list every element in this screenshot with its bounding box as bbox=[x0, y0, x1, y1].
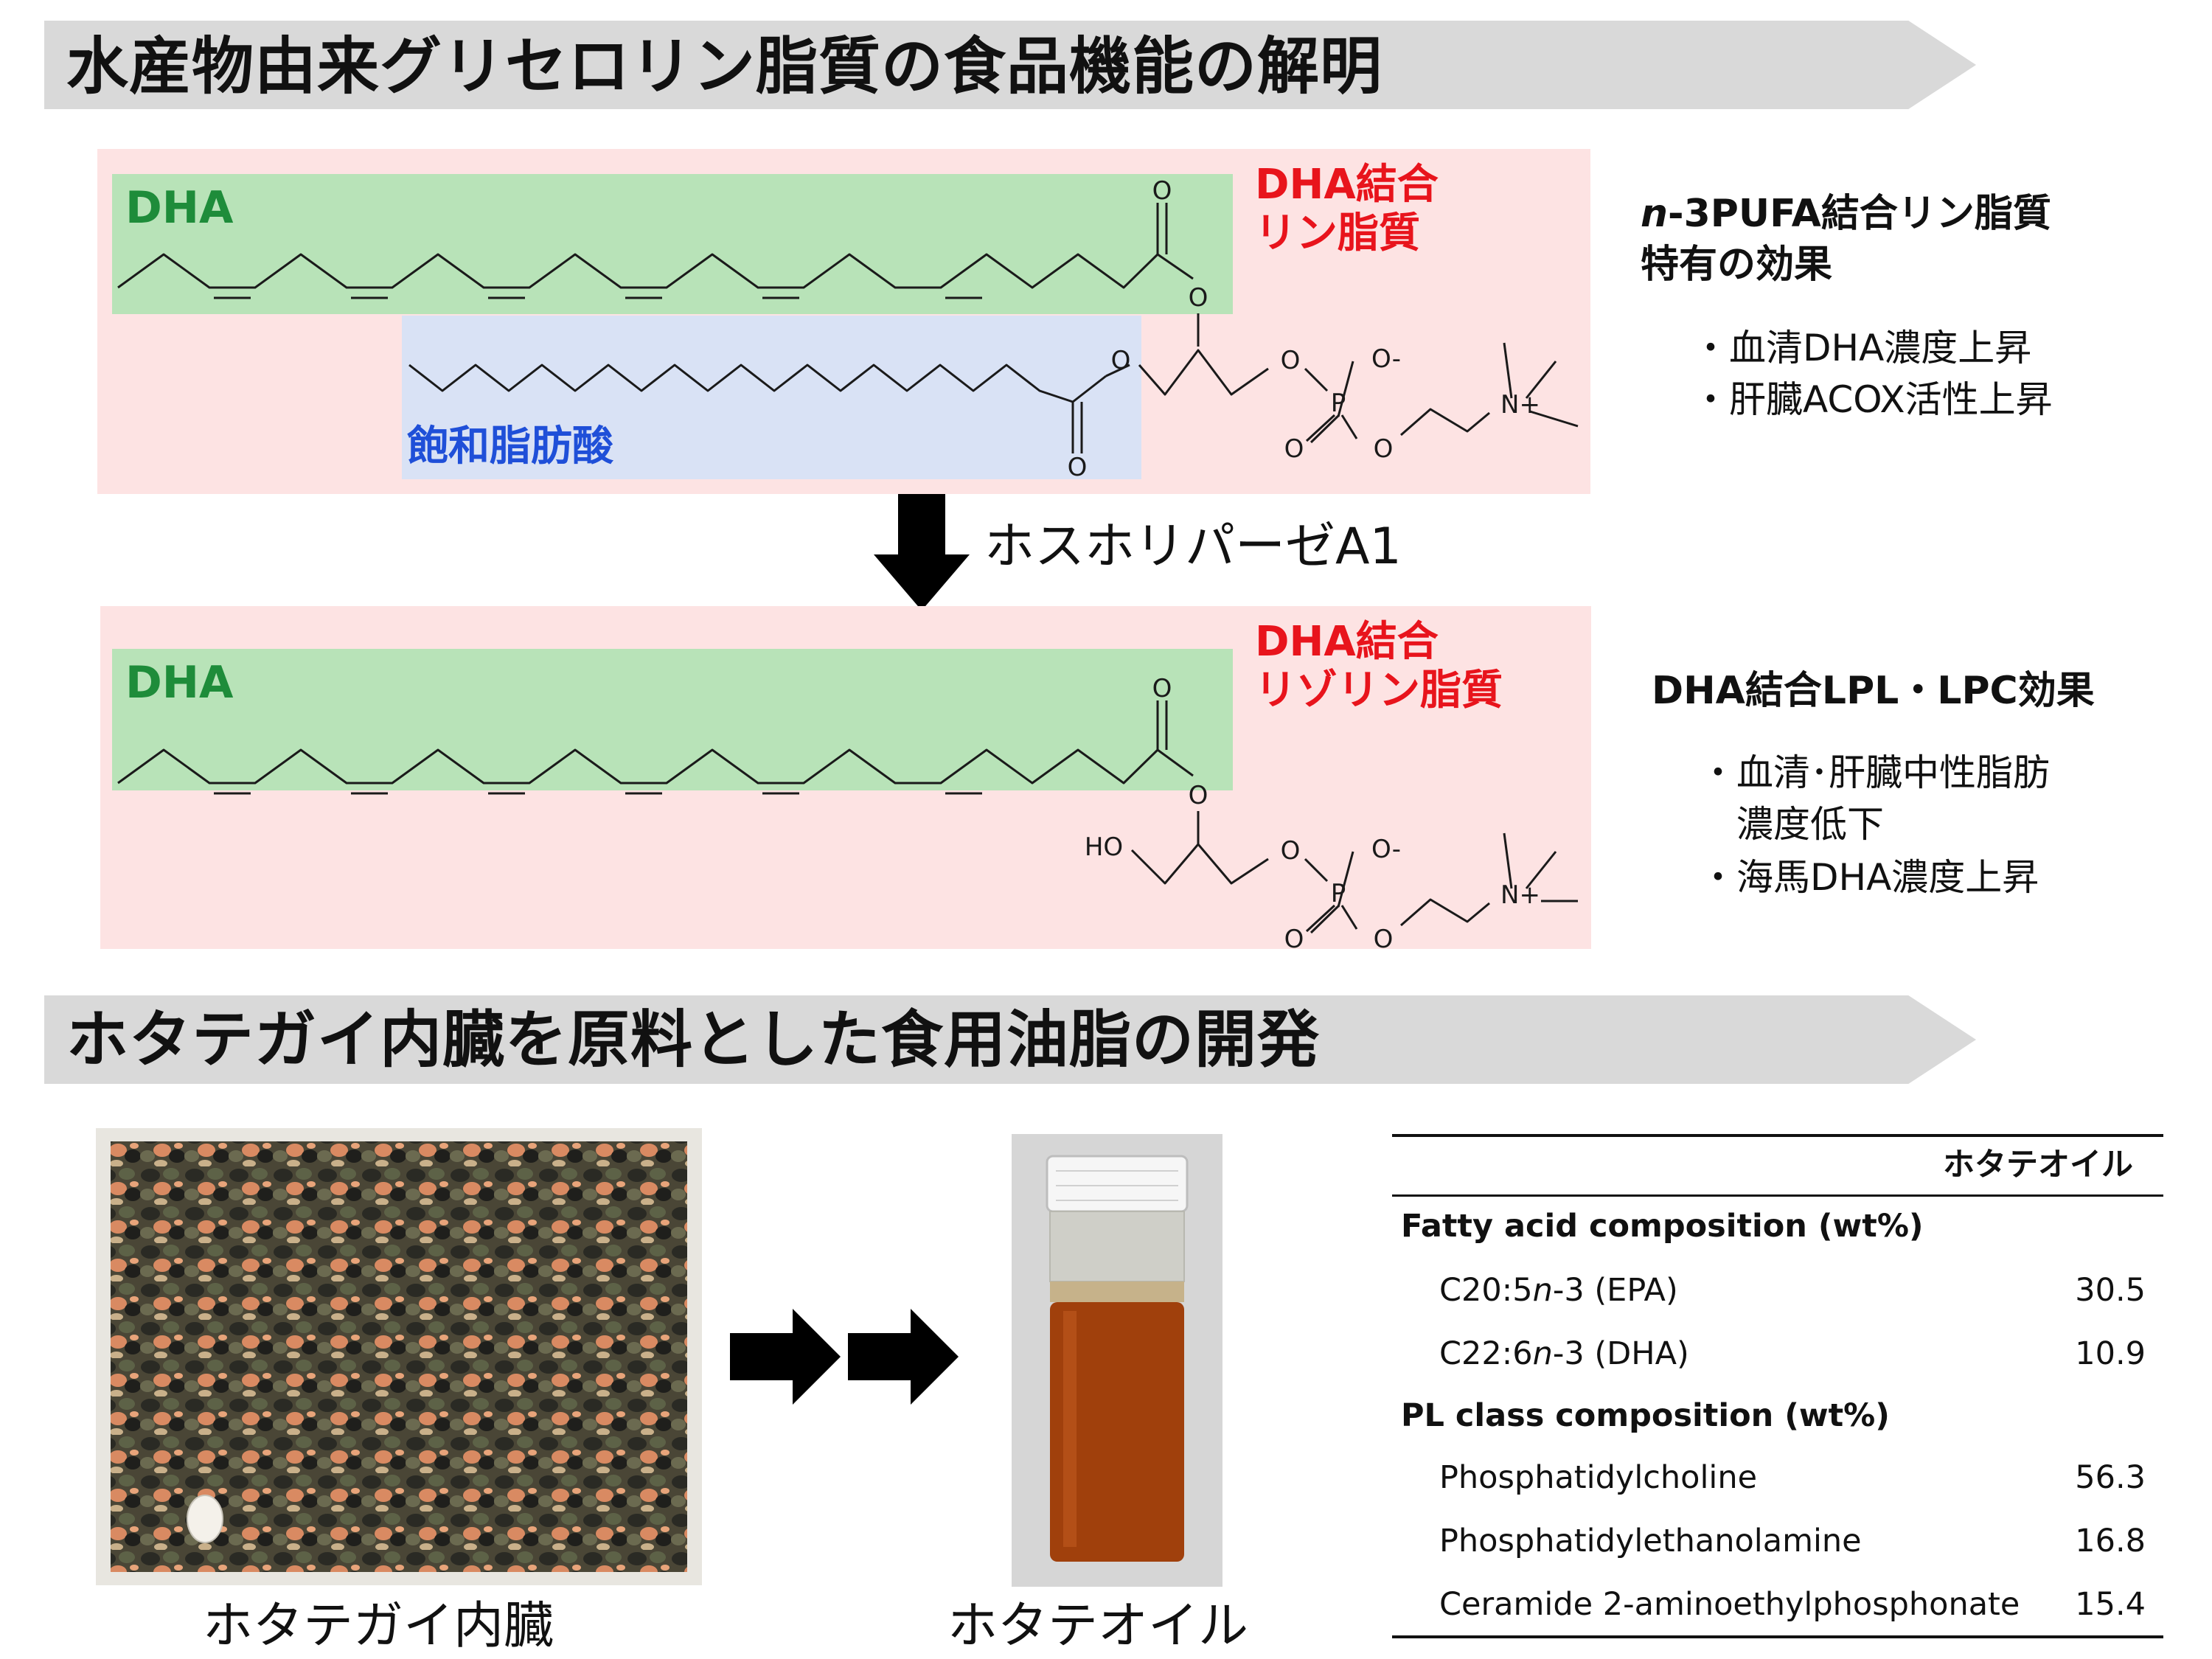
table-row: Phosphatidylcholine 56.3 bbox=[1394, 1448, 2160, 1507]
table-top-rule bbox=[1392, 1134, 2163, 1137]
dha-suffix: -3 (DHA) bbox=[1552, 1335, 1689, 1372]
epa-suffix: -3 (EPA) bbox=[1552, 1272, 1678, 1309]
lysophospholipid-structure: O O HO O O- P O O N+ bbox=[117, 674, 1578, 954]
dha-phospholipid-label: DHA結合 リン脂質 bbox=[1255, 161, 1439, 258]
row-value-pc: 56.3 bbox=[2075, 1459, 2146, 1496]
atom-o-phos-2: O bbox=[1284, 434, 1304, 464]
atom-o-carbonyl-dha: O bbox=[1152, 176, 1172, 206]
atom-o-phos-2b: O bbox=[1284, 925, 1304, 954]
row-value-dha: 10.9 bbox=[2075, 1335, 2146, 1372]
row-value-pe: 16.8 bbox=[2075, 1523, 2146, 1559]
down-arrow-icon bbox=[874, 494, 970, 611]
viscera-caption: ホタテガイ内臓 bbox=[203, 1597, 554, 1655]
dha-italic-n: n bbox=[1532, 1335, 1553, 1372]
atom-o-ester-sat: O bbox=[1111, 346, 1131, 375]
enzyme-label: ホスホリパーゼA1 bbox=[984, 518, 1402, 576]
atom-o-ester-dha-2: O bbox=[1189, 781, 1208, 810]
saturated-fatty-acid-box bbox=[402, 316, 1141, 479]
effects2-item-1-line2: 濃度低下 bbox=[1736, 803, 1884, 846]
atom-p-b: P bbox=[1331, 879, 1346, 908]
row-name-caep: Ceramide 2-aminoethylphosphonate bbox=[1439, 1586, 2020, 1623]
section-title-2: ホタテガイ内臓を原料とした食用油脂の開発 bbox=[66, 1004, 1321, 1076]
epa-italic-n: n bbox=[1532, 1272, 1553, 1309]
section-banner-1 bbox=[44, 21, 1976, 109]
row-value-epa: 30.5 bbox=[2075, 1272, 2146, 1309]
red-label-line1: DHA結合 bbox=[1255, 161, 1439, 209]
table-row-dha: C22:6n-3 (DHA) 10.9 bbox=[1394, 1324, 2160, 1383]
atom-n-plus-b: N+ bbox=[1500, 880, 1540, 910]
red-label2-line2: リゾリン脂質 bbox=[1255, 667, 1503, 715]
atom-o-carbonyl-sat: O bbox=[1068, 453, 1088, 482]
table-bottom-rule bbox=[1392, 1635, 2163, 1638]
table-column-header: ホタテオイル bbox=[1943, 1147, 2133, 1183]
scallop-viscera-photo bbox=[96, 1128, 702, 1585]
atom-o-phos-1b: O bbox=[1281, 836, 1301, 866]
dha-highlight-box-2 bbox=[112, 649, 1233, 790]
italic-n: n bbox=[1641, 192, 1669, 236]
fatty-acid-section-title: Fatty acid composition (wt%) bbox=[1401, 1208, 1924, 1245]
effects1-heading: n-3PUFA結合リン脂質 特有の効果 bbox=[1641, 189, 2051, 290]
effects1-heading-rest: -3PUFA結合リン脂質 bbox=[1668, 192, 2051, 236]
effects2-item-2: ・海馬DHA濃度上昇 bbox=[1700, 856, 2039, 899]
effects2-item-1-line1: ・血清･肝臓中性脂肪 bbox=[1700, 751, 2050, 794]
atom-ho: HO bbox=[1085, 832, 1123, 862]
table-row: Phosphatidylethanolamine 16.8 bbox=[1394, 1512, 2160, 1571]
row-name-epa: C20:5n-3 (EPA) bbox=[1439, 1261, 1678, 1320]
dha-lysophospholipid-label: DHA結合 リゾリン脂質 bbox=[1255, 618, 1503, 715]
row-value-caep: 15.4 bbox=[2075, 1586, 2146, 1623]
row-name-pe: Phosphatidylethanolamine bbox=[1439, 1523, 1862, 1559]
saturated-fatty-acid-label: 飽和脂肪酸 bbox=[407, 422, 613, 470]
atom-o-phos-3b: O bbox=[1374, 925, 1394, 954]
dha-prefix: C22:6 bbox=[1439, 1335, 1533, 1372]
section-title-1: 水産物由来グリセロリン脂質の食品機能の解明 bbox=[66, 30, 1383, 102]
atom-p: P bbox=[1331, 389, 1346, 418]
pl-class-section-title: PL class composition (wt%) bbox=[1401, 1397, 1890, 1434]
epa-prefix: C20:5 bbox=[1439, 1272, 1533, 1309]
red-label2-line1: DHA結合 bbox=[1255, 618, 1439, 666]
atom-o-phos-3: O bbox=[1374, 434, 1394, 464]
row-name-pc: Phosphatidylcholine bbox=[1439, 1459, 1758, 1496]
dha-chain-2 bbox=[117, 748, 1159, 785]
atom-o-carbonyl-dha-2: O bbox=[1152, 674, 1172, 703]
effects1-item-1: ・血清DHA濃度上昇 bbox=[1692, 327, 2032, 369]
scallop-oil-bottle-photo bbox=[1012, 1134, 1222, 1587]
atom-n-plus: N+ bbox=[1500, 390, 1540, 420]
table-header-rule bbox=[1392, 1194, 2163, 1197]
atom-o-ester-dha: O bbox=[1189, 283, 1208, 313]
atom-o-phos-minus-b: O- bbox=[1371, 835, 1401, 864]
table-row-epa: C20:5n-3 (EPA) 30.5 bbox=[1394, 1261, 2160, 1320]
effects1-heading-line2: 特有の効果 bbox=[1641, 242, 1833, 287]
phospholipid-structure: O O O O O O- P O O N+ bbox=[117, 176, 1579, 482]
dha-chain bbox=[117, 253, 1159, 289]
table-row: Ceramide 2-aminoethylphosphonate 15.4 bbox=[1394, 1575, 2160, 1634]
dha-label-2: DHA bbox=[125, 657, 234, 709]
section-banner-2 bbox=[44, 995, 1976, 1084]
saturated-chain bbox=[408, 364, 1107, 403]
effects1-item-2: ・肝臓ACOX活性上昇 bbox=[1692, 378, 2053, 421]
double-right-arrow-icon bbox=[730, 1309, 959, 1405]
effects2-heading: DHA結合LPL・LPC効果 bbox=[1652, 669, 2095, 713]
oil-caption: ホタテオイル bbox=[947, 1597, 1249, 1655]
row-name-dha: C22:6n-3 (DHA) bbox=[1439, 1324, 1689, 1383]
dha-highlight-box bbox=[112, 174, 1233, 314]
atom-o-phos-1: O bbox=[1281, 346, 1301, 375]
atom-o-phos-minus: O- bbox=[1371, 344, 1401, 374]
dha-label: DHA bbox=[125, 182, 234, 234]
effects1-heading-line1: n-3PUFA結合リン脂質 bbox=[1641, 189, 2051, 240]
red-label-line2: リン脂質 bbox=[1255, 209, 1420, 258]
